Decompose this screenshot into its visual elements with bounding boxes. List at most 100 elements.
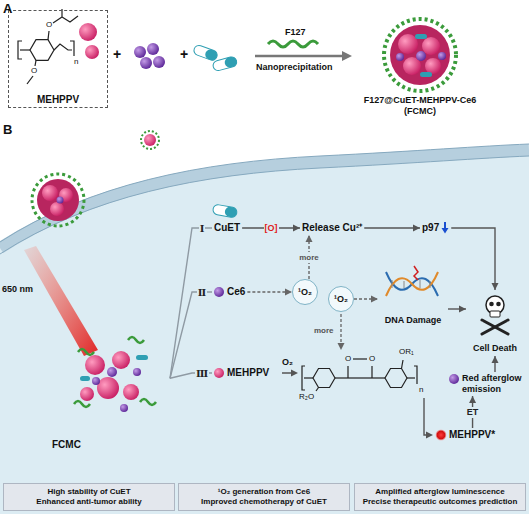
summary-box: ¹O₂ generation from Ce6Improved chemothe… [178,483,350,511]
dna-helix [386,266,438,296]
illustration-shape [212,204,237,218]
laser-beam [24,246,98,356]
illustration-shape [97,377,119,399]
illustration-shape [353,358,367,359]
outcome-node: Cell Death [466,290,524,356]
text-label: A [3,1,12,17]
illustration-shape [133,368,141,376]
connector-line [364,227,420,228]
illustration-shape [214,287,224,297]
illustration-shape [85,45,99,59]
dna-node: DNA Damage [378,262,448,328]
node-text: ¹O₂ [298,287,312,297]
illustration-shape [396,53,404,61]
node-text: DNA Damage [385,315,442,326]
afterglow-arrow [424,398,433,439]
illustration-shape [342,51,352,61]
excited-polymer-label: MEHPPV* [434,428,497,442]
illustration-shape [415,34,427,39]
illustration-shape [32,174,84,226]
illustration-shape [80,376,90,381]
connector [354,296,378,303]
connector-line [170,228,212,378]
text-label: 650 nm [2,284,33,295]
edge-label: Ⅱ [197,287,207,298]
illustration-shape [316,388,319,392]
illustration-shape [482,320,508,334]
illustration-shape [490,311,500,317]
illustration-shape [144,134,156,146]
illustration-shape [0,150,529,248]
pink-polymer-balls [79,23,99,59]
illustration-shape [386,272,438,296]
illustration-shape [489,302,494,307]
node-text: Red afterglow emission [462,373,524,395]
skull-icon [482,296,508,334]
illustration-shape [212,56,238,72]
illustration-shape [134,46,146,58]
illustration-shape [70,41,74,56]
node-text: ¹O₂ generation from Ce6 [183,487,345,497]
text-label: R₂O [299,392,314,402]
connector-line [451,228,495,290]
node-text: FCMC [52,439,81,450]
illustration-shape [426,432,433,439]
illustration-shape [0,144,529,242]
row-icons [212,204,459,441]
node-text: MEHPPV [227,367,269,379]
illustration-shape [407,377,415,378]
connector [247,289,292,296]
nanoparticle [384,19,456,91]
cell-body [0,144,529,514]
illustration-shape [416,51,426,61]
cuet-icon [193,44,238,72]
node-text: MEHPPV* [449,429,495,441]
illustration-shape [54,44,72,50]
illustration-shape [384,19,456,91]
illustration-shape [313,369,335,388]
illustration-shape [425,58,441,74]
text-label: n [419,385,423,395]
ce6-icon [134,43,165,69]
node-text: p97 [422,222,439,234]
illustration-shape [392,280,430,288]
text-label: + [180,46,188,63]
illustration-shape [414,366,417,384]
illustration-shape [449,374,459,384]
text-label: F127@CuET-MEHPPV-Ce6 (FCMC) [355,95,485,117]
illustration-shape [436,430,447,441]
arrowhead [492,283,499,290]
text-label: B [3,122,12,138]
node-text: MEHPPV [37,94,79,105]
illustration-shape [212,204,237,218]
arrowhead [459,306,466,313]
illustration-shape [53,9,78,23]
disassembled-nanoparticle [74,337,156,412]
illustration-shape [140,57,152,69]
illustration-shape [402,360,404,369]
node-text: Ce6 [227,286,245,298]
node-subtext: Improved chemotherapy of CuET [183,497,345,507]
arrowhead [371,296,378,303]
text-label: n [74,57,78,67]
node-text: Release Cu²⁺ [302,222,362,234]
illustration-shape [212,56,238,72]
process-arrow [255,51,352,61]
node-text: Cell Death [473,343,517,354]
arrowhead [492,356,499,363]
arrowhead [306,235,313,242]
illustration-shape [141,131,159,149]
text-label: O [345,354,351,364]
edge-label: more [298,252,320,263]
more-arrow [338,314,345,350]
illustration-shape [30,40,54,61]
illustration-shape [291,370,298,377]
illustration-shape [414,266,418,280]
arrowhead [293,225,300,232]
connector [451,228,498,290]
illustration-shape [224,56,238,69]
illustration-shape [18,41,22,59]
edge-label: [O] [264,223,279,234]
illustration-shape [92,377,100,385]
